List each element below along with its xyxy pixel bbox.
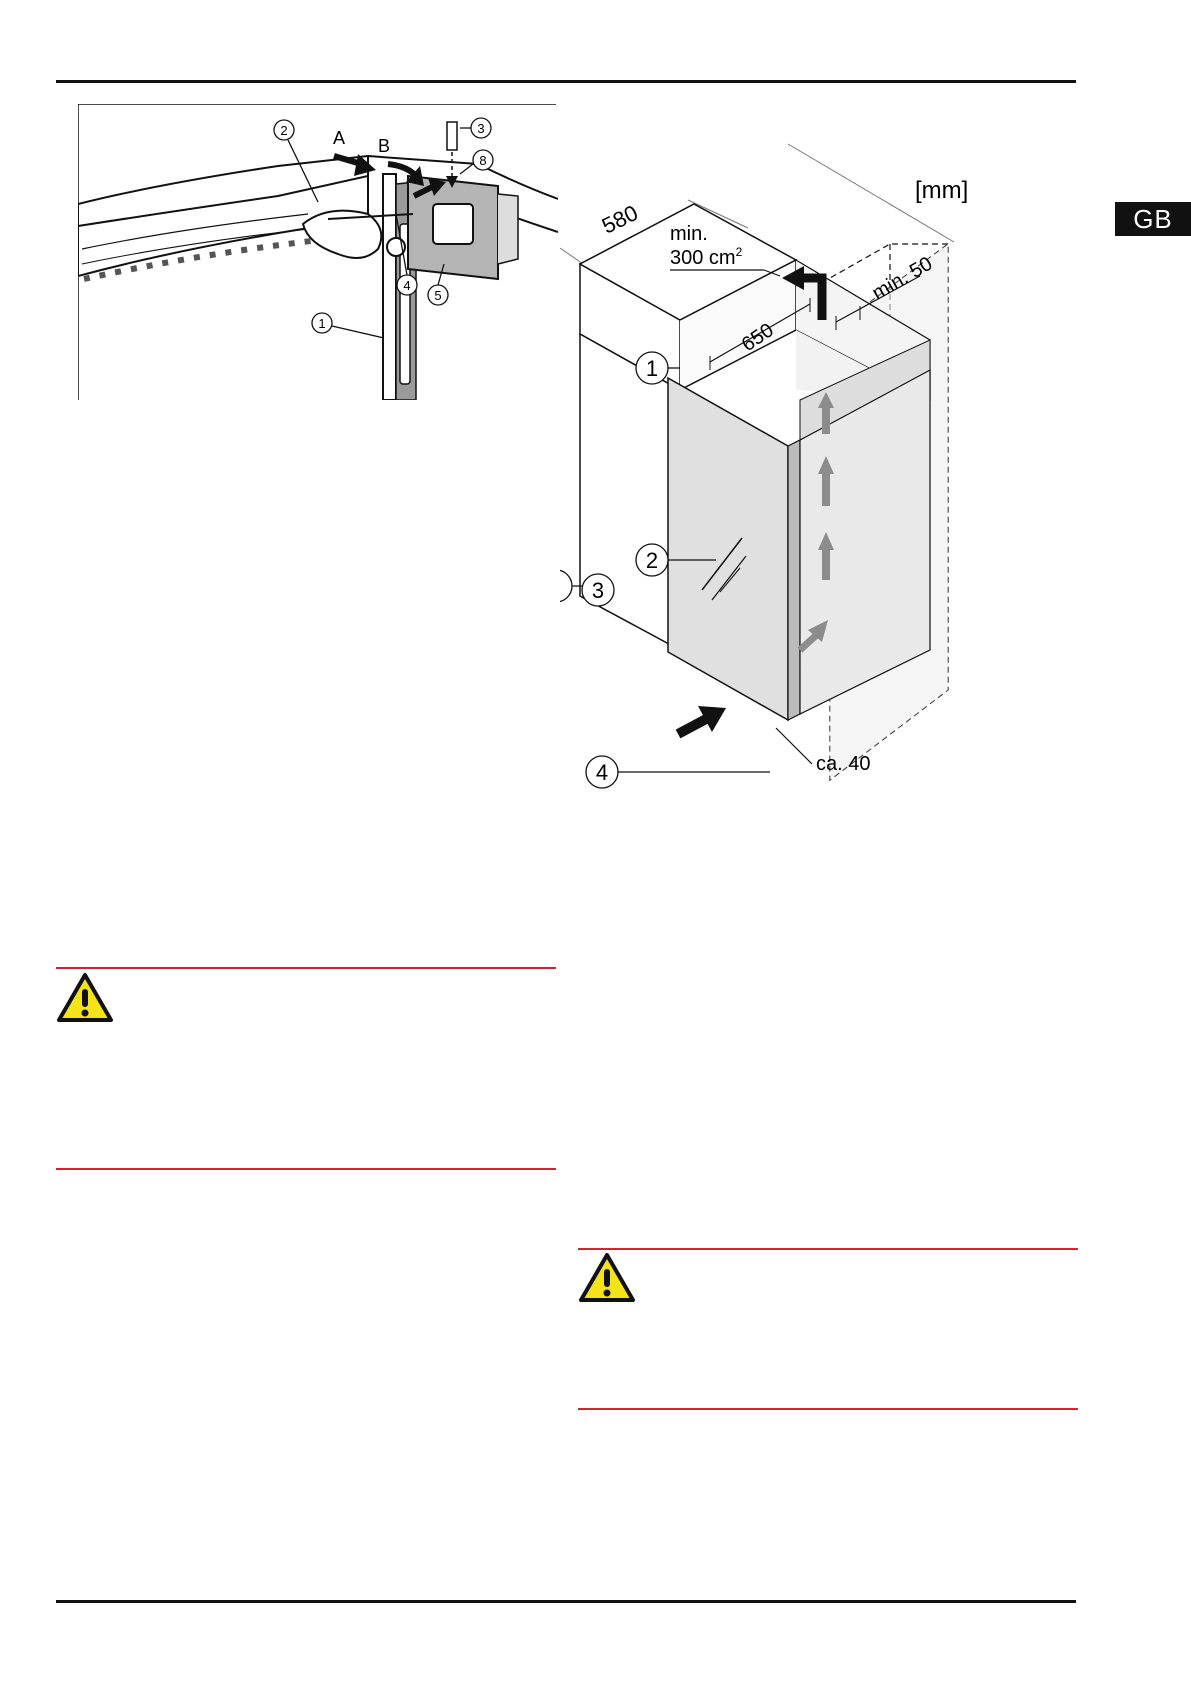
hinge-callout-4: 4 <box>403 278 410 293</box>
install-callout-1: 1 <box>646 356 658 381</box>
warning-2-icon <box>579 1253 635 1302</box>
install-callout-2: 2 <box>646 548 658 573</box>
warning-2-top-rule <box>578 1248 1078 1250</box>
dim-width: 580 <box>598 200 642 239</box>
hinge-label-b: B <box>378 136 390 156</box>
warning-1-icon <box>57 973 113 1022</box>
hinge-callout-3: 3 <box>477 121 484 136</box>
install-callout-3-badge: 3 <box>581 573 615 607</box>
warning-2-bottom-rule <box>578 1408 1078 1410</box>
unit-label: [mm] <box>915 177 968 204</box>
warning-1-bottom-rule <box>56 1168 556 1170</box>
installation-figure: 580 [mm] min. 300 cm2 min. 50 <box>560 143 968 789</box>
footer-rule <box>56 1600 1076 1603</box>
vent-label-line2: 300 cm2 <box>670 245 743 269</box>
install-callout-4: 4 <box>596 760 608 785</box>
vent-label-line1: min. <box>670 223 708 245</box>
hinge-callout-1: 1 <box>318 316 325 331</box>
hinge-callout-8: 8 <box>479 153 486 168</box>
language-tab: GB <box>1115 202 1191 236</box>
header-rule <box>56 80 1076 83</box>
hinge-callout-5: 5 <box>434 288 441 303</box>
hinge-label-a: A <box>333 128 345 148</box>
hinge-figure: A B 2 3 8 4 5 1 <box>78 104 558 400</box>
warning-1-top-rule <box>56 967 556 969</box>
install-callout-3: 3 <box>592 578 604 603</box>
dim-front-gap: ca. 40 <box>816 753 870 775</box>
hinge-callout-2: 2 <box>280 123 287 138</box>
